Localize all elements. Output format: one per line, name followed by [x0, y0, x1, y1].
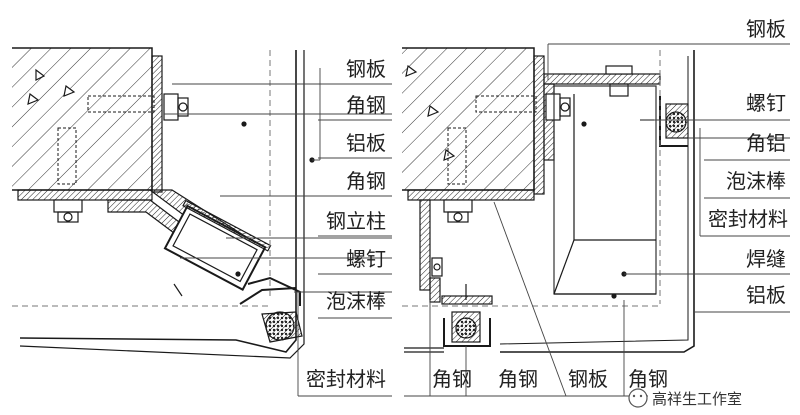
sealant	[261, 311, 303, 343]
bolt-bottom	[53, 199, 83, 223]
concrete-wall-right	[402, 47, 535, 191]
aluminum-panel	[19, 50, 297, 353]
anchor-bolts	[57, 95, 155, 185]
wechat-icon	[628, 388, 648, 408]
left-label-angle-steel-2: 角钢	[346, 169, 386, 193]
left-label-angle-steel: 角钢	[346, 93, 386, 117]
steel-column	[163, 199, 272, 291]
aluminum-angle	[239, 287, 297, 305]
bolt-top-right	[545, 65, 633, 121]
bottom-label-angle-steel-1: 角钢	[432, 367, 472, 391]
bottom-label-angle-steel-3: 角钢	[628, 367, 668, 391]
dashed-guide	[12, 50, 271, 307]
left-label-steel-column: 钢立柱	[326, 209, 386, 233]
right-label-weld: 焊缝	[746, 247, 786, 271]
watermark-text: 高祥生工作室	[652, 390, 742, 408]
right-label-sealant: 密封材料	[708, 207, 788, 231]
bottom-label-steel-plate: 钢板	[568, 367, 608, 391]
bottom-label-angle-steel-2: 角钢	[498, 367, 538, 391]
steel-plate-horizontal-right	[407, 189, 535, 201]
right-label-foam-rod: 泡沫棒	[726, 169, 786, 193]
left-label-steel-plate: 钢板	[346, 57, 386, 81]
label-rules-left	[318, 83, 392, 319]
steel-plate-horizontal	[17, 189, 153, 201]
screw-left	[173, 283, 183, 297]
left-label-foam-rod: 泡沫棒	[326, 289, 386, 313]
right-label-aluminum-panel: 铝板	[746, 283, 786, 307]
angle-steel-left-vertical	[419, 199, 431, 291]
right-detail	[402, 43, 790, 397]
left-detail	[12, 47, 392, 397]
concrete-wall	[12, 47, 153, 191]
left-label-aluminum-panel: 铝板	[346, 131, 386, 155]
aluminum-panel-right	[500, 50, 695, 353]
steel-plate-vertical-right	[533, 55, 545, 195]
dashed-guide-right	[402, 50, 661, 307]
left-label-screw: 螺钉	[346, 247, 386, 271]
foam-rod-right	[665, 111, 687, 133]
watermark: 高祥生工作室	[628, 388, 742, 408]
angle-steel-top	[543, 73, 661, 85]
aluminum-angle-bottom	[443, 318, 491, 347]
steel-plate-vertical	[151, 55, 163, 193]
right-label-aluminum-angle: 角铝	[746, 131, 786, 155]
bolt-bottom-right	[431, 199, 473, 277]
right-labels: 钢板 螺钉 角铝 泡沫棒 密封材料 焊缝 铝板 角钢 角钢 钢板 角钢	[432, 17, 788, 391]
left-label-sealant: 密封材料	[306, 367, 386, 391]
right-label-screw: 螺钉	[746, 91, 786, 115]
foam-rod-bottom	[455, 317, 477, 339]
angle-steel-bottom	[441, 295, 493, 305]
left-labels: 钢板 角钢 铝板 角钢 钢立柱 螺钉 泡沫棒 密封材料	[306, 57, 386, 391]
bolt-top	[163, 93, 189, 121]
label-rules-right	[704, 43, 790, 275]
right-label-steel-plate: 钢板	[746, 17, 786, 41]
